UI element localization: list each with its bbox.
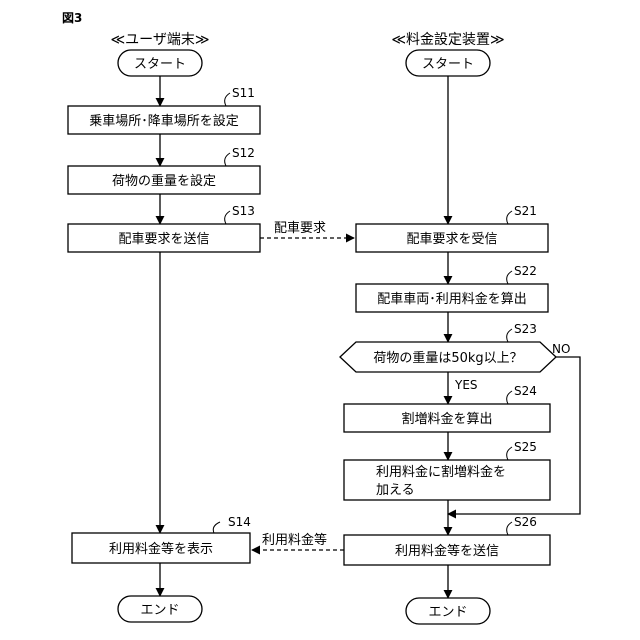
device-end-terminal: エンド <box>406 598 490 624</box>
step-s25-label-line1: 利用料金に割増料金を <box>376 464 506 480</box>
step-s11-id: S11 <box>232 86 255 100</box>
user-end-label: エンド <box>140 603 179 618</box>
step-s14-leader <box>213 522 220 533</box>
step-s24-leader <box>507 391 512 404</box>
step-s25: 利用料金に割増料金を 加える S25 <box>344 440 550 500</box>
device-start-label: スタート <box>422 57 474 72</box>
step-s22-leader <box>507 271 512 284</box>
decision-s23-label: 荷物の重量は50kg以上？ <box>373 350 522 366</box>
step-s14-label: 利用料金等を表示 <box>109 541 213 557</box>
user-end-terminal: エンド <box>118 596 202 622</box>
step-s12: 荷物の重量を設定 S12 <box>68 146 260 194</box>
decision-s23-id: S23 <box>514 322 537 336</box>
device-start-terminal: スタート <box>406 50 490 76</box>
step-s22: 配車車両･利用料金を算出 S22 <box>356 264 548 312</box>
step-s13: 配車要求を送信 S13 <box>68 204 260 252</box>
step-s12-leader <box>225 153 230 166</box>
step-s25-id: S25 <box>514 440 537 454</box>
step-s24-label: 割増料金を算出 <box>401 411 492 427</box>
step-s25-label-line2: 加える <box>376 483 415 498</box>
step-s21-leader <box>507 211 512 224</box>
step-s21: 配車要求を受信 S21 <box>356 204 548 252</box>
yes-branch-label: YES <box>454 378 478 392</box>
user-terminal-header: ≪ユーザ端末≫ <box>110 32 209 48</box>
user-start-terminal: スタート <box>118 50 202 76</box>
step-s24-id: S24 <box>514 384 537 398</box>
step-s12-label: 荷物の重量を設定 <box>112 173 216 189</box>
step-s25-leader <box>507 447 512 460</box>
dispatch-request-message-label: 配車要求 <box>274 221 326 236</box>
step-s11: 乗車場所･降車場所を設定 S11 <box>68 86 260 134</box>
step-s12-id: S12 <box>232 146 255 160</box>
step-s26-id: S26 <box>514 515 537 529</box>
fee-info-message-label: 利用料金等 <box>262 532 327 548</box>
step-s13-id: S13 <box>232 204 255 218</box>
user-start-label: スタート <box>134 57 186 72</box>
step-s26-leader <box>507 522 512 535</box>
device-end-label: エンド <box>428 605 467 620</box>
step-s14-id: S14 <box>228 515 251 529</box>
step-s13-leader <box>225 211 230 224</box>
step-s11-leader <box>225 93 230 106</box>
step-s21-label: 配車要求を受信 <box>406 232 497 247</box>
step-s13-label: 配車要求を送信 <box>118 232 209 247</box>
step-s14: 利用料金等を表示 S14 <box>72 515 251 563</box>
no-branch-label: NO <box>552 342 570 356</box>
fee-device-header: ≪料金設定装置≫ <box>391 32 504 48</box>
step-s22-label: 配車車両･利用料金を算出 <box>377 291 527 307</box>
step-s11-label: 乗車場所･降車場所を設定 <box>89 113 239 129</box>
step-s24: 割増料金を算出 S24 <box>344 384 550 432</box>
step-s21-id: S21 <box>514 204 537 218</box>
figure-label: 図3 <box>62 11 82 25</box>
step-s22-id: S22 <box>514 264 537 278</box>
step-s26: 利用料金等を送信 S26 <box>344 515 550 565</box>
step-s26-label: 利用料金等を送信 <box>395 543 499 559</box>
decision-s23-leader <box>507 329 512 342</box>
